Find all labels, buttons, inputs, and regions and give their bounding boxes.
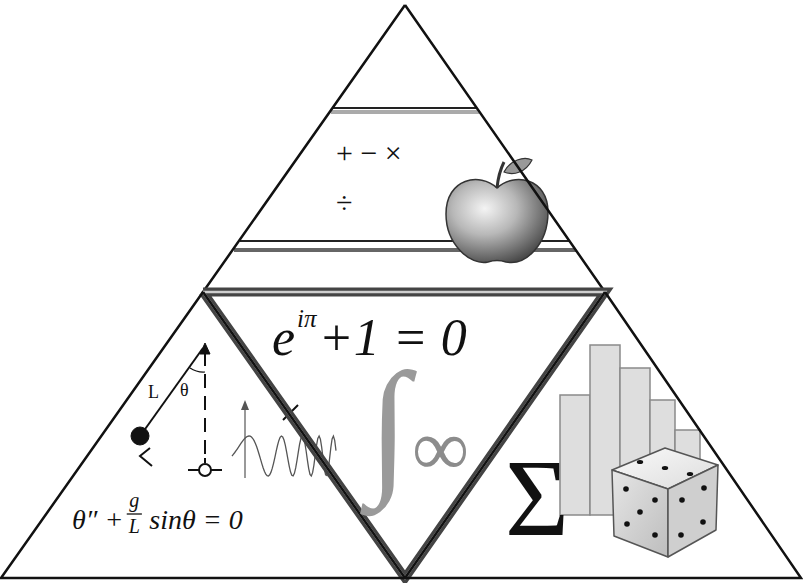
triangle-outline	[405, 292, 803, 578]
left-triangle: Lθθ″ +gLsinθ = 0	[0, 292, 405, 578]
arithmetic-signs: + − × ÷	[336, 128, 404, 228]
pendulum-figure	[131, 343, 336, 478]
triangle-outline	[0, 292, 405, 578]
sum-sign: Σ	[505, 443, 569, 553]
triangle-outline	[203, 292, 605, 578]
angle-label: θ	[180, 381, 189, 399]
apple-picture	[446, 159, 548, 263]
fraction-denominator: L	[129, 516, 140, 536]
triangle-border	[203, 5, 605, 292]
dice-picture	[612, 448, 718, 557]
triangle-border	[203, 292, 605, 578]
fraction-bar	[127, 513, 142, 514]
triangle-outline	[203, 5, 605, 292]
length-label: L	[148, 383, 159, 401]
right-triangle: Σ	[405, 292, 803, 578]
equation-part: θ″ +	[72, 506, 123, 534]
infinity-sign: ∞	[412, 408, 469, 488]
center-triangle: eiπ+1 = 0∫∞	[203, 292, 605, 578]
triangle-border	[1, 292, 405, 578]
triangle-border	[203, 292, 605, 578]
formula-part: +1 = 0	[319, 312, 467, 364]
formula-exponent: iπ	[297, 306, 316, 331]
top-triangle: + − × ÷	[203, 5, 605, 292]
triangle-border	[405, 292, 801, 578]
formula-part: e	[272, 312, 295, 364]
equation-part: sinθ = 0	[149, 506, 242, 534]
integral-sign: ∫	[368, 350, 409, 500]
fraction-numerator: g	[129, 490, 139, 510]
